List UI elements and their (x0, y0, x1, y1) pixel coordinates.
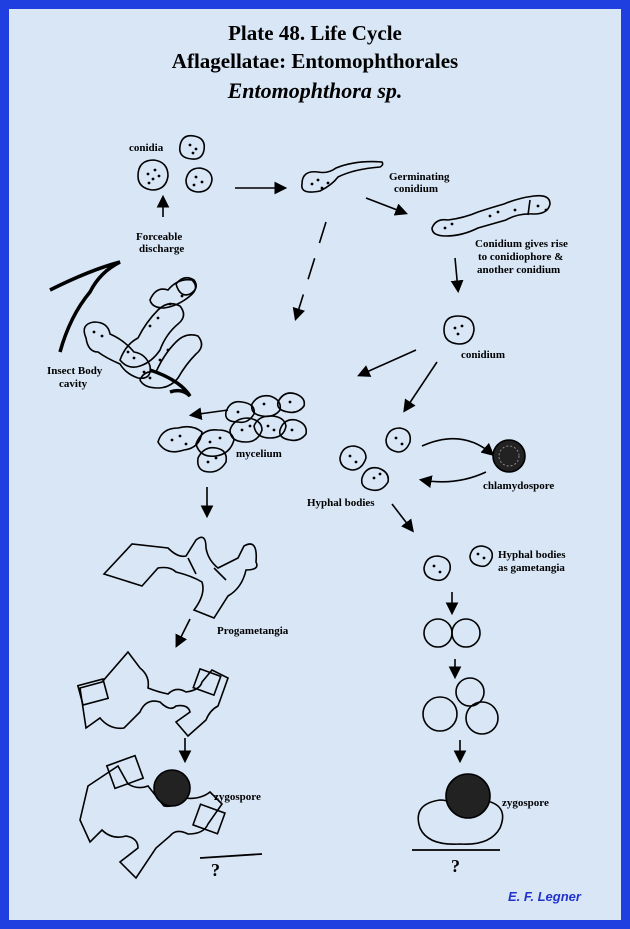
mycelium-label: mycelium (236, 448, 282, 460)
right-zygospore-spore (445, 773, 491, 819)
gives-rise-label-1: Conidium gives rise (475, 238, 568, 250)
insect-cuticle (49, 260, 121, 353)
arrow-mycelium-to-insect (188, 407, 229, 421)
germinating-label: Germinating (389, 171, 450, 183)
cavity-label: cavity (59, 378, 88, 390)
progametangia-label: Progametangia (217, 625, 289, 637)
gives-rise-label-2: to conidiophore & (478, 251, 564, 263)
conidium-label: conidium (461, 349, 506, 361)
left-zygospore-spore (153, 769, 191, 807)
hyphal-bodies-label: Hyphal bodies (307, 497, 375, 509)
mycelium-cells (157, 392, 308, 473)
insect-hyphae (83, 276, 203, 389)
hyphal-bodies-cells (339, 427, 412, 492)
gametangium-cell (469, 545, 494, 568)
zygospore-right-label: zygospore (502, 797, 549, 809)
arrow-to-conidium (450, 257, 464, 294)
question-mark-right: ? (451, 856, 460, 876)
insect-body-label: Insect Body (47, 365, 103, 377)
author-credit: E. F. Legner (508, 889, 581, 904)
chlamydospore-spore (492, 439, 526, 473)
arrow-from-chlamydospore (418, 471, 487, 488)
left-zygospore-hyphae (79, 754, 227, 880)
plate-subtitle: Aflagellatae: Entomophthorales (171, 49, 459, 73)
discharge-label: discharge (139, 243, 185, 255)
conjugating-hyphae (76, 650, 229, 738)
arrow-to-insect (357, 349, 417, 377)
conidia-label: conidia (129, 142, 164, 154)
question-mark-left: ? (211, 860, 220, 880)
arrow-to-hyphal-bodies (403, 361, 438, 413)
pairing-cell (451, 618, 481, 648)
pairing-cell (423, 618, 453, 648)
arrow-to-conidiophore (365, 197, 408, 216)
gametangia-label-2: as gametangia (498, 562, 565, 574)
gametangium-cell (423, 555, 452, 582)
conidiophore (431, 194, 551, 237)
dashed-arrow-to-insect (292, 221, 327, 322)
forceable-label: Forceable (136, 231, 183, 243)
progametangia-hyphae (102, 536, 258, 619)
arrow-to-chlamydospore (421, 437, 495, 457)
fusion-cells (422, 677, 499, 735)
zygospore-left-label: zygospore (214, 791, 261, 803)
conidia-cells (137, 134, 213, 193)
gives-rise-label-3: another conidium (477, 264, 561, 276)
conidium-cell (443, 315, 475, 345)
arrow-to-gametangia (391, 503, 414, 533)
germinating-conidium (301, 160, 384, 193)
chlamydospore-label: chlamydospore (483, 480, 555, 492)
species-name: Entomophthora sp. (227, 78, 403, 103)
germinating-conidium-label: conidium (394, 183, 439, 195)
gametangia-label-1: Hyphal bodies (498, 549, 566, 561)
plate-title: Plate 48. Life Cycle (228, 21, 402, 45)
